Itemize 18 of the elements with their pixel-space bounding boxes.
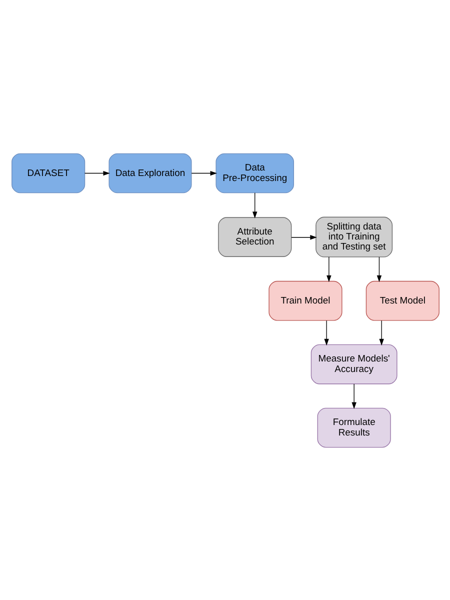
- arrow: [290, 234, 316, 240]
- arrow: [252, 192, 257, 218]
- node-box: Test Model: [365, 280, 439, 320]
- arrow: [351, 383, 356, 409]
- arrow: [190, 170, 217, 176]
- node-box: Data Pre-Processing: [215, 152, 294, 193]
- arrow: [324, 320, 328, 346]
- arrow: [378, 320, 384, 346]
- node-box: DATASET: [11, 152, 85, 193]
- node-box: Data Exploration: [108, 152, 192, 193]
- node-box: Attribute Selection: [218, 216, 292, 256]
- arrow: [326, 256, 331, 282]
- node-box: Measure Models' Accuracy: [310, 344, 397, 384]
- node-box: Formulate Results: [316, 407, 390, 448]
- arrow: [376, 256, 382, 282]
- node-box: Splitting data into Training and Testing set: [315, 216, 392, 257]
- arrow: [84, 170, 110, 176]
- node-box: Train Model: [268, 280, 342, 320]
